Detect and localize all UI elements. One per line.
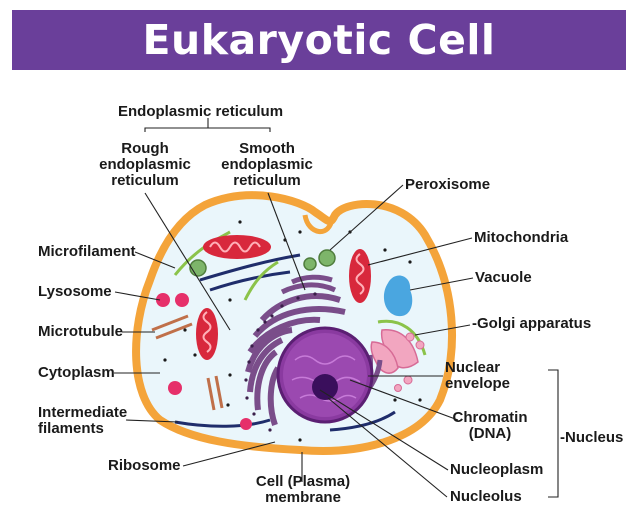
label-nucleus: -Nucleus (560, 430, 623, 446)
nucleus (278, 328, 372, 422)
label-rough-er: Rough endoplasmic reticulum (96, 141, 194, 189)
label-vacuole: Vacuole (475, 270, 532, 286)
label-nuclear-envelope-line-1: Nuclear (445, 360, 510, 376)
label-golgi-apparatus: -Golgi apparatus (472, 316, 591, 332)
label-microfilament: Microfilament (38, 244, 136, 260)
label-peroxisome: Peroxisome (405, 177, 490, 193)
label-chromatin-line-1: Chromatin (440, 410, 540, 426)
label-intermediate-filaments-line-2: filaments (38, 421, 127, 437)
label-chromatin-line-2: (DNA) (440, 426, 540, 442)
label-endoplasmic-reticulum: Endoplasmic reticulum (118, 104, 283, 120)
label-nucleolus: Nucleolus (450, 489, 522, 505)
label-chromatin: Chromatin (DNA) (440, 410, 540, 442)
label-nuclear-envelope: Nuclear envelope (445, 360, 510, 392)
label-smooth-er: Smooth endoplasmic reticulum (218, 141, 316, 189)
label-microtubule: Microtubule (38, 324, 123, 340)
label-rough-er-line-2: endoplasmic (96, 157, 194, 173)
label-smooth-er-line-1: Smooth (218, 141, 316, 157)
label-cell-membrane: Cell (Plasma) membrane (248, 474, 358, 506)
label-intermediate-filaments: Intermediate filaments (38, 405, 127, 437)
label-intermediate-filaments-line-1: Intermediate (38, 405, 127, 421)
label-smooth-er-line-2: endoplasmic (218, 157, 316, 173)
label-cell-membrane-line-2: membrane (248, 490, 358, 506)
label-cell-membrane-line-1: Cell (Plasma) (248, 474, 358, 490)
label-rough-er-line-3: reticulum (96, 173, 194, 189)
label-smooth-er-line-3: reticulum (218, 173, 316, 189)
label-ribosome: Ribosome (108, 458, 181, 474)
label-nuclear-envelope-line-2: envelope (445, 376, 510, 392)
label-mitochondria: Mitochondria (474, 230, 568, 246)
label-nucleoplasm: Nucleoplasm (450, 462, 543, 478)
label-lysosome: Lysosome (38, 284, 112, 300)
label-rough-er-line-1: Rough (96, 141, 194, 157)
label-cytoplasm: Cytoplasm (38, 365, 115, 381)
